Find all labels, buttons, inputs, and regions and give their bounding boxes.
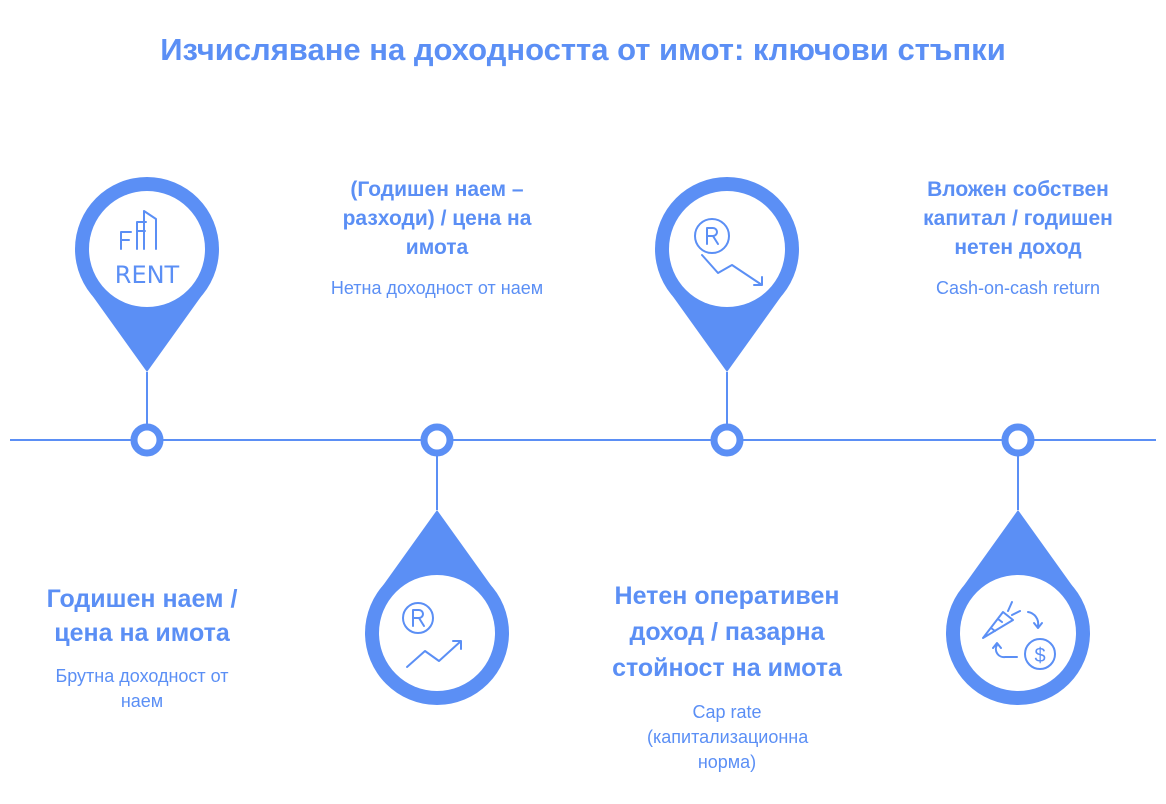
step-formula: Вложен собствен капитал / годишен нетен … <box>923 178 1113 259</box>
currency-growth-icon <box>402 602 462 668</box>
step-3: Нетен оперативен доход / пазарна стойнос… <box>587 578 867 775</box>
pin-marker <box>946 510 1090 705</box>
step-name: Нетна доходност от наем <box>330 278 544 298</box>
pin-marker <box>365 510 509 705</box>
rent-building-icon: RENT <box>115 210 180 289</box>
carrot-money-exchange-icon: $ <box>982 601 1056 670</box>
page-title: Изчисляване на доходността от имот: ключ… <box>160 32 1006 67</box>
timeline-node <box>1001 423 1035 457</box>
step-formula: Нетен оперативен доход / пазарна стойнос… <box>612 582 842 682</box>
step-name: Брутна доходност от наем <box>55 666 229 711</box>
step-formula: Годишен наем / цена на имота <box>46 585 238 647</box>
timeline-node <box>130 423 164 457</box>
step-4: Вложен собствен капитал / годишен нетен … <box>893 175 1143 301</box>
step-1: Годишен наем / цена на имота Брутна дохо… <box>22 582 262 714</box>
timeline-node <box>420 423 454 457</box>
step-2: (Годишен наем – разходи) / цена на имота… <box>312 175 562 301</box>
currency-decline-icon <box>694 218 763 286</box>
timeline-node <box>710 423 744 457</box>
step-formula: (Годишен наем – разходи) / цена на имота <box>342 178 532 259</box>
svg-text:RENT: RENT <box>115 261 180 289</box>
svg-text:$: $ <box>1034 645 1045 667</box>
step-name: Cash-on-cash return <box>935 278 1101 298</box>
step-name: Cap rate (капитализационна норма) <box>647 702 809 772</box>
pin-marker <box>655 177 799 372</box>
pin-marker <box>75 177 219 372</box>
